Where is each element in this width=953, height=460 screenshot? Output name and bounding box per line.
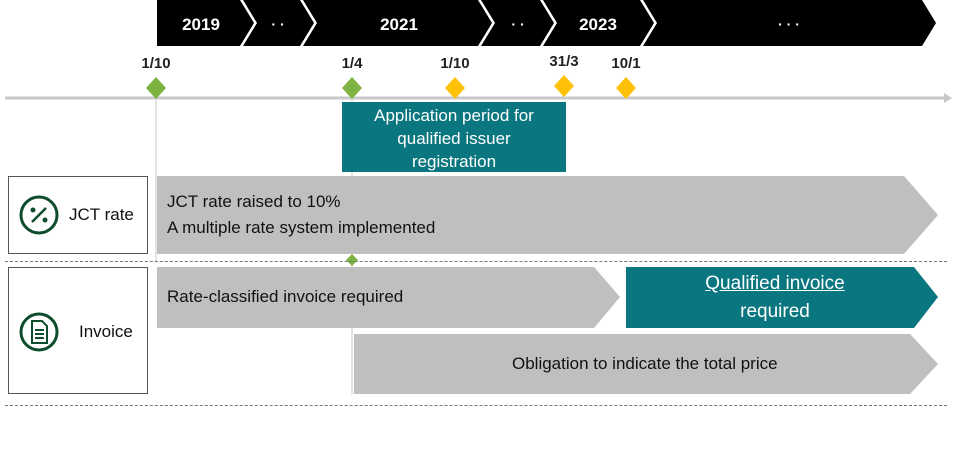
- total-price-obligation-text: Obligation to indicate the total price: [512, 354, 778, 373]
- row-separator-2: [5, 405, 947, 406]
- year-segment-2021: [303, 0, 492, 46]
- row-separator-1: [5, 261, 947, 262]
- year-segment-future: [643, 0, 936, 46]
- jct-rate-label: JCT rate: [69, 205, 134, 224]
- application-period-line-1: Application period for: [374, 106, 534, 125]
- qualified-invoice-line-1: Qualified invoice: [705, 273, 845, 294]
- qualified-invoice-bar: [626, 267, 938, 328]
- year-label-gap-2: · ·: [511, 16, 524, 32]
- year-label-future: · · ·: [778, 16, 800, 32]
- percent-icon: [19, 195, 59, 235]
- rate-classified-invoice-bar: [157, 267, 620, 328]
- application-period-line-3: registration: [411, 152, 497, 171]
- milestone-diamond-1: [146, 77, 166, 99]
- year-label-2019: 2019: [182, 15, 220, 34]
- guide-marker-2021: [346, 254, 358, 266]
- milestone-diamond-2: [342, 77, 362, 99]
- milestone-diamond-4: [554, 75, 574, 97]
- total-price-obligation-bar: [354, 334, 938, 394]
- year-segment-2019: [157, 0, 254, 46]
- rate-classified-invoice-text: Rate-classified invoice required: [167, 287, 404, 306]
- qualified-invoice-text: Qualified invoice required: [625, 270, 925, 326]
- milestone-diamond-3: [445, 77, 465, 99]
- date-label-3: 1/10: [440, 55, 470, 72]
- date-label-1: 1/10: [141, 55, 171, 72]
- year-segment-gap-1: [243, 0, 314, 46]
- jct-rate-row-header: JCT rate: [8, 176, 148, 254]
- milestone-diamond-5: [616, 77, 636, 99]
- date-label-2: 1/4: [341, 55, 363, 72]
- timeline-arrowhead: [944, 93, 952, 103]
- jct-rate-bar: [157, 176, 938, 254]
- jct-bar-line-2: A multiple rate system implemented: [167, 218, 436, 237]
- invoice-label: Invoice: [79, 322, 133, 341]
- date-label-4: 31/3: [549, 53, 579, 70]
- application-period-line-2: qualified issuer: [397, 129, 511, 148]
- document-icon: [19, 312, 59, 352]
- date-label-5: 10/1: [611, 55, 641, 72]
- qualified-invoice-line-2: required: [740, 301, 810, 322]
- jct-bar-line-1: JCT rate raised to 10%: [167, 192, 341, 211]
- year-label-2023: 2023: [579, 15, 617, 34]
- year-segment-gap-2: [481, 0, 554, 46]
- application-period-box: Application period for qualified issuer …: [342, 102, 566, 172]
- year-label-2021: 2021: [380, 15, 418, 34]
- year-label-gap-1: · ·: [271, 16, 284, 32]
- year-segment-2023: [543, 0, 654, 46]
- invoice-row-header: Invoice: [8, 267, 148, 394]
